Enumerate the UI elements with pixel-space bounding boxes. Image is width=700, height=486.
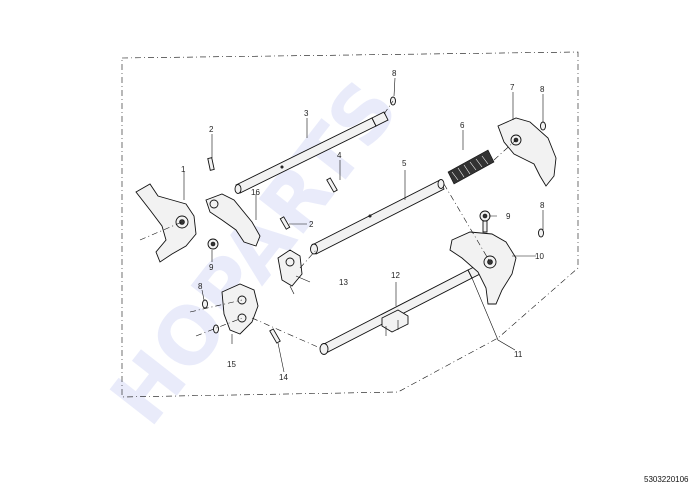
reference-code: 5303220106 — [644, 475, 689, 484]
callout-7: 7 — [510, 83, 515, 92]
callout-9-right: 9 — [506, 212, 511, 221]
assembly-frame — [121, 51, 579, 398]
piece-13 — [277, 249, 303, 295]
clip-8-e — [213, 324, 219, 334]
callout-8-b: 8 — [540, 85, 545, 94]
piece-15 — [221, 283, 259, 335]
clip-8-b — [540, 121, 546, 131]
callout-11: 11 — [514, 350, 523, 359]
leaders — [183, 77, 544, 373]
clip-8-d — [202, 299, 208, 309]
axis-line-2 — [383, 100, 394, 115]
callout-1: 1 — [181, 165, 186, 174]
axis-line-4 — [443, 183, 491, 263]
callout-15: 15 — [227, 360, 236, 369]
axis-line-8 — [299, 249, 317, 269]
callout-2-upper: 2 — [209, 125, 214, 134]
callout-16: 16 — [251, 188, 260, 197]
callout-6: 6 — [460, 121, 465, 130]
shaft-5 — [310, 179, 445, 255]
callout-4: 4 — [337, 151, 342, 160]
pin-4 — [326, 177, 338, 193]
bolt-9-right — [479, 210, 491, 233]
pin-2-lower — [279, 216, 291, 230]
shift-fork-7 — [497, 117, 557, 187]
clip-8-c — [538, 228, 544, 238]
spring-6 — [447, 149, 495, 185]
bolt-9-left — [207, 238, 219, 250]
fork-16 — [205, 193, 261, 247]
callout-10: 10 — [535, 252, 544, 261]
callout-8-d: 8 — [198, 282, 203, 291]
callout-8-c: 8 — [540, 201, 545, 210]
callout-13: 13 — [339, 278, 348, 287]
pin-2-upper — [207, 157, 215, 171]
pin-14 — [269, 328, 281, 344]
callout-9-left: 9 — [209, 263, 214, 272]
axis-line-5 — [189, 299, 243, 313]
axis-line-7 — [251, 317, 321, 349]
callout-3: 3 — [304, 109, 309, 118]
shaft-3 — [234, 111, 389, 194]
callout-8-a: 8 — [392, 69, 397, 78]
axis-line-3 — [493, 139, 517, 161]
bracket-12 — [381, 309, 409, 336]
shift-fork-10 — [449, 231, 517, 305]
callout-14: 14 — [279, 373, 288, 382]
callout-2-lower: 2 — [309, 220, 314, 229]
axis-line-6 — [195, 317, 243, 337]
axis-line-1 — [139, 221, 183, 241]
callout-12: 12 — [391, 271, 400, 280]
callout-5: 5 — [402, 159, 407, 168]
shift-fork-1 — [135, 183, 197, 263]
